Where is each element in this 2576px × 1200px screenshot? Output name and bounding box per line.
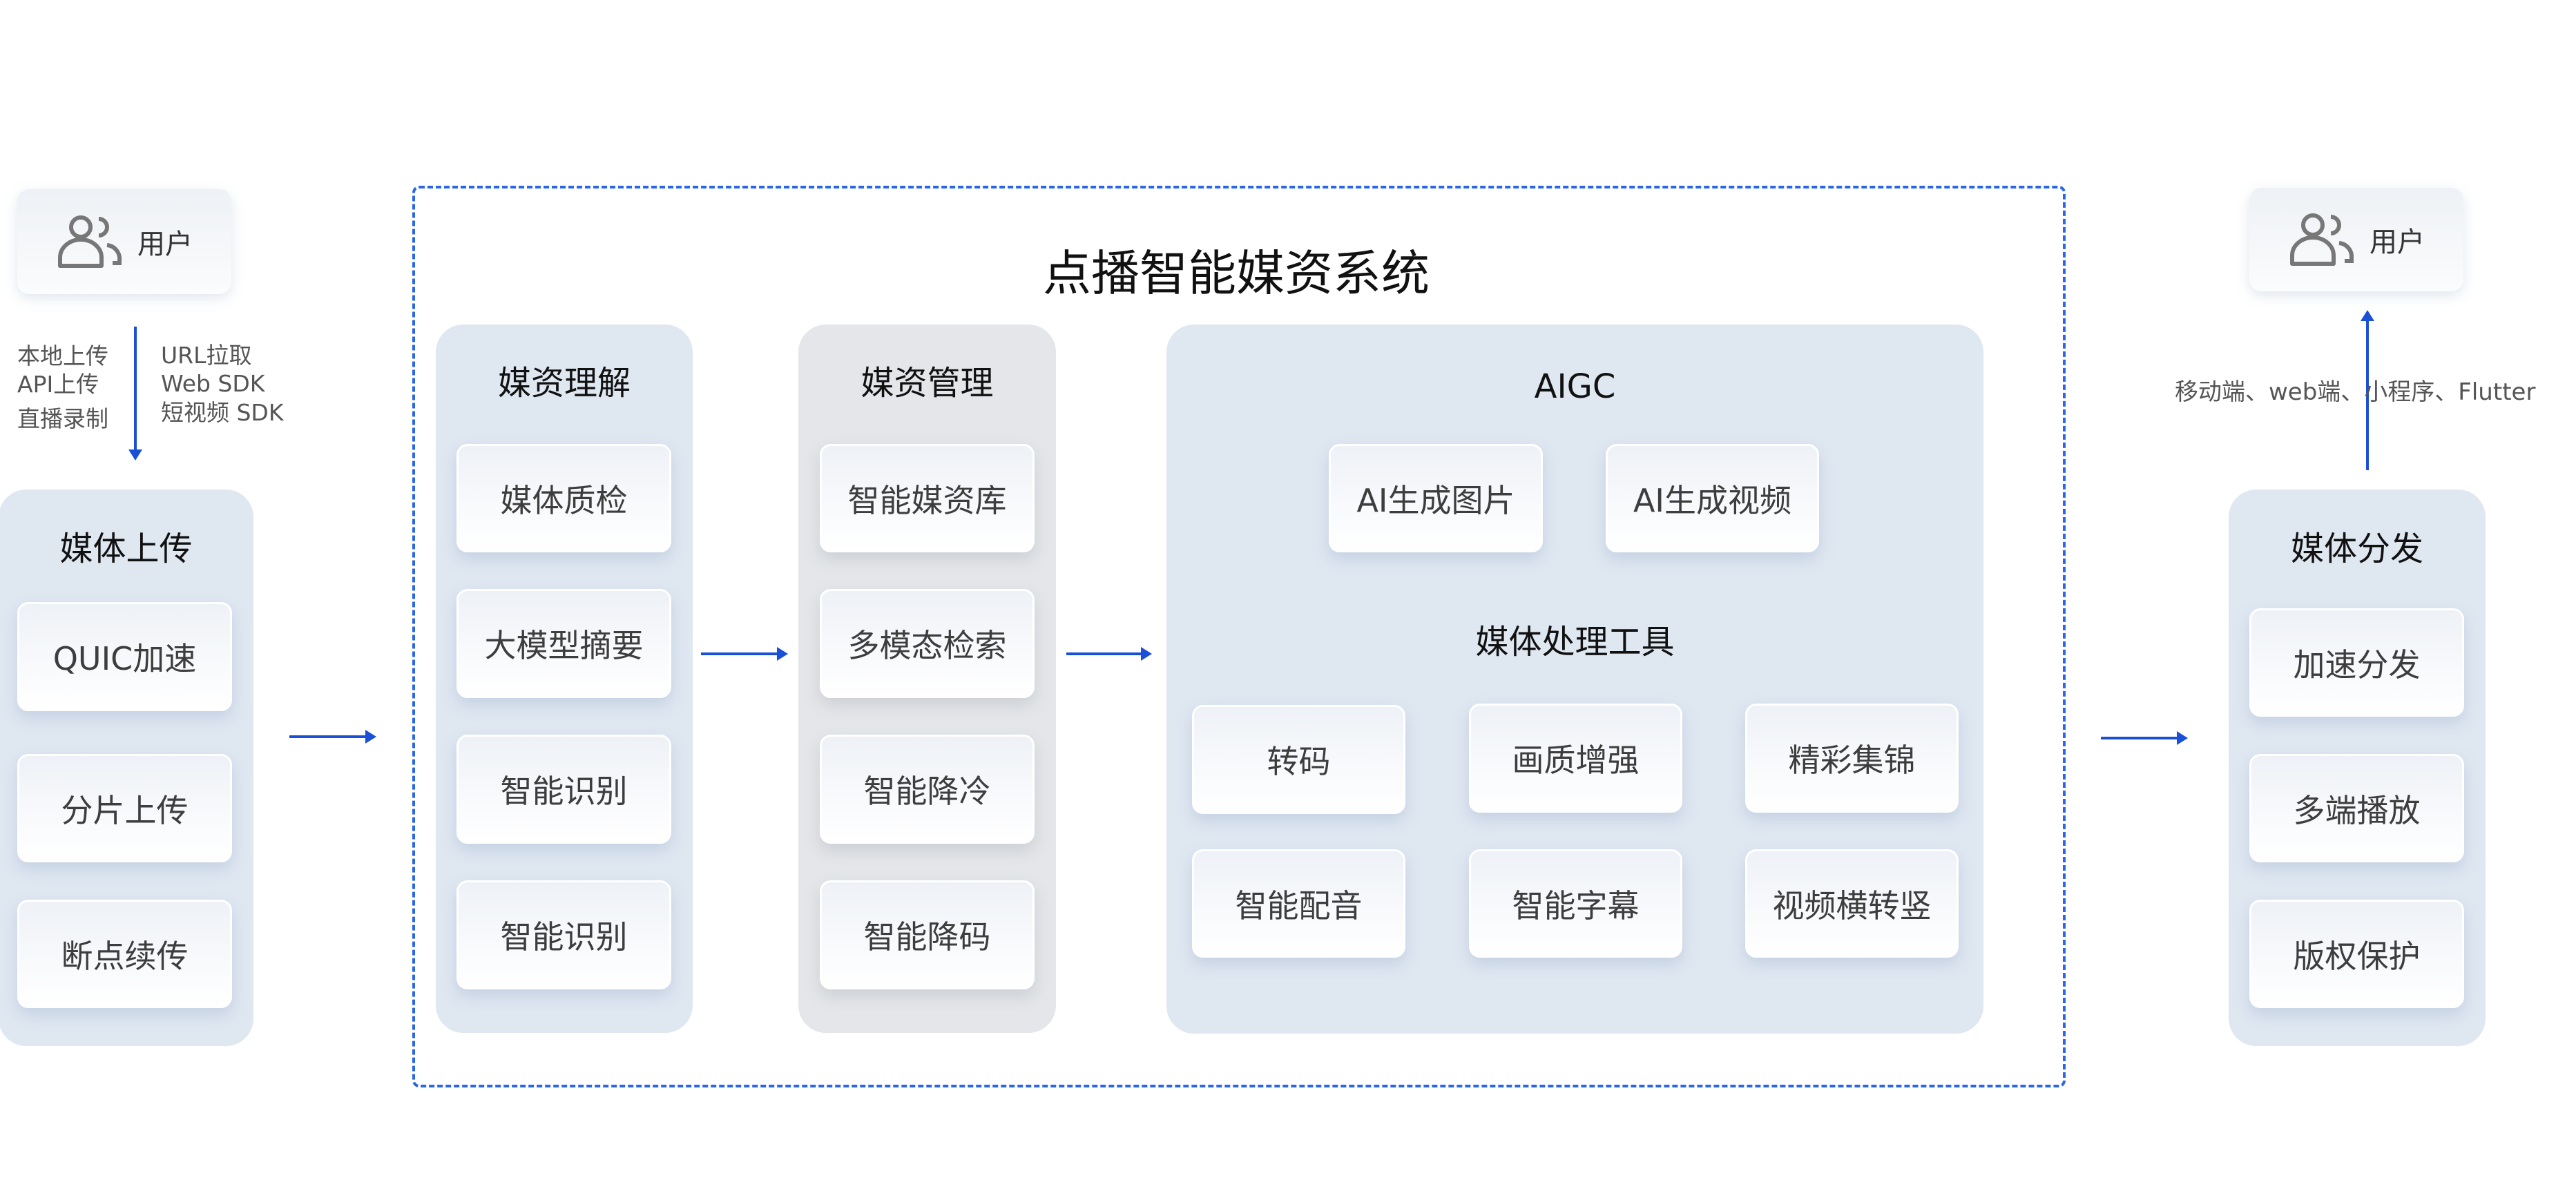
aigc-item: AI生成视频 <box>1606 444 1819 552</box>
users-icon <box>58 215 122 268</box>
system-title: 点播智能媒资系统 <box>1043 245 1430 302</box>
flow-arrow <box>701 647 788 661</box>
source-user-box: 用户 <box>17 189 231 294</box>
media-understanding-item: 智能识别 <box>456 880 671 989</box>
media-tool-item: 智能字幕 <box>1469 849 1682 958</box>
distribution-arrow <box>2361 310 2374 470</box>
media-understanding-title: 媒资理解 <box>497 364 631 403</box>
upload-arrow <box>128 327 142 461</box>
media-management-item: 多模态检索 <box>820 589 1035 698</box>
upload-method: API上传 <box>17 371 99 398</box>
media-tool-item: 精彩集锦 <box>1745 704 1959 813</box>
aigc-tools-panel: AIGC AI生成图片 AI生成视频 媒体处理工具 转码 画质增强 精彩集锦 智… <box>1166 325 1983 1034</box>
media-distribution-item: 多端播放 <box>2249 754 2464 862</box>
media-management-title: 媒资管理 <box>861 364 994 403</box>
media-upload-item: QUIC加速 <box>17 602 232 711</box>
media-understanding-item: 媒体质检 <box>456 444 671 552</box>
media-management-item: 智能降冷 <box>820 735 1035 844</box>
upload-method: Web SDK <box>161 370 265 398</box>
media-tool-item: 画质增强 <box>1469 704 1682 813</box>
media-understanding-item: 智能识别 <box>456 735 671 844</box>
media-management-panel: 媒资管理 智能媒资库 多模态检索 智能降冷 智能降码 <box>798 325 1056 1033</box>
media-management-item: 智能媒资库 <box>820 444 1035 552</box>
media-tool-item: 转码 <box>1192 705 1405 814</box>
media-management-item: 智能降码 <box>820 880 1035 989</box>
media-tool-item: 视频横转竖 <box>1745 849 1959 958</box>
media-understanding-panel: 媒资理解 媒体质检 大模型摘要 智能识别 智能识别 <box>436 325 693 1033</box>
upload-method: URL拉取 <box>161 342 252 369</box>
media-upload-item: 断点续传 <box>17 900 232 1008</box>
users-icon <box>2290 213 2354 266</box>
system-boundary <box>412 186 2066 1087</box>
media-distribution-item: 加速分发 <box>2249 608 2464 717</box>
flow-arrow <box>289 730 376 744</box>
flow-arrow <box>2101 731 2188 745</box>
upload-method: 短视频 SDK <box>161 398 284 426</box>
media-distribution-title: 媒体分发 <box>2290 530 2423 568</box>
aigc-title: AIGC <box>1534 367 1616 406</box>
upload-method: 直播录制 <box>17 405 108 432</box>
upload-methods-right: URL拉取 Web SDK 短视频 SDK <box>161 341 284 427</box>
media-upload-item: 分片上传 <box>17 754 232 862</box>
distribution-channels: 移动端、web端、小程序、Flutter <box>2175 378 2535 407</box>
aigc-item: AI生成图片 <box>1329 444 1543 552</box>
media-upload-title: 媒体上传 <box>59 530 193 568</box>
upload-methods-left: 本地上传 API上传 直播录制 <box>17 342 108 433</box>
distribution-channels-text: 移动端、web端、小程序、Flutter <box>2175 378 2536 406</box>
upload-method: 本地上传 <box>17 342 108 369</box>
media-distribution-item: 版权保护 <box>2249 900 2464 1008</box>
source-user-label: 用户 <box>137 229 193 260</box>
flow-arrow <box>1066 647 1152 661</box>
target-user-label: 用户 <box>2370 226 2425 258</box>
media-tools-title: 媒体处理工具 <box>1475 623 1675 661</box>
media-upload-panel: 媒体上传 QUIC加速 分片上传 断点续传 <box>0 490 253 1046</box>
media-distribution-panel: 媒体分发 加速分发 多端播放 版权保护 <box>2229 490 2486 1046</box>
media-understanding-item: 大模型摘要 <box>456 589 671 698</box>
media-tool-item: 智能配音 <box>1192 849 1405 958</box>
target-user-box: 用户 <box>2249 188 2463 291</box>
